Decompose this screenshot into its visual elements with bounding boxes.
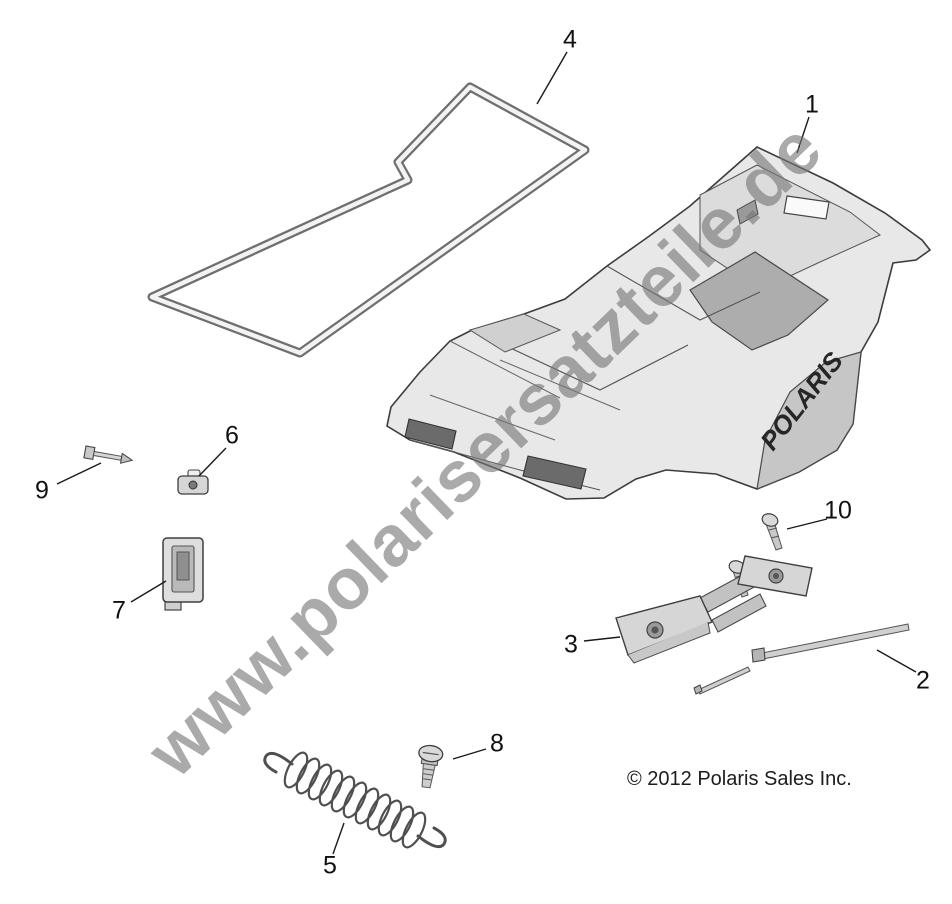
small-pin-secondary	[693, 666, 751, 695]
part-5-spring	[263, 751, 447, 849]
copyright-text: © 2012 Polaris Sales Inc.	[627, 768, 852, 790]
callout-1: 1	[805, 90, 819, 119]
callout-8: 8	[490, 729, 504, 758]
leader-line-9	[56, 462, 102, 485]
part-7-latch-bracket	[162, 537, 204, 611]
part-4-rack-extender-loop	[147, 82, 590, 358]
leader-line-8	[452, 748, 487, 760]
part-10-screw	[761, 513, 783, 551]
callout-leader-lines	[56, 51, 917, 855]
part-3-mount-bracket	[615, 555, 813, 664]
part-9-pin	[83, 445, 134, 464]
callout-6: 6	[225, 421, 239, 450]
leader-line-10	[786, 518, 828, 530]
leader-line-3	[583, 636, 621, 642]
leader-line-7	[130, 580, 167, 603]
callout-2: 2	[916, 666, 930, 695]
leader-line-5	[332, 822, 345, 855]
callout-5: 5	[323, 851, 337, 880]
callout-10: 10	[824, 496, 852, 525]
callout-9: 9	[35, 476, 49, 505]
leader-line-6	[198, 447, 227, 477]
leader-line-2	[876, 649, 917, 673]
leader-line-1	[796, 116, 810, 154]
callout-7: 7	[112, 596, 126, 625]
callout-3: 3	[564, 630, 578, 659]
leader-line-4	[536, 51, 568, 105]
callout-4: 4	[563, 25, 577, 54]
part-2-long-bolt	[751, 623, 910, 663]
part-8-screw	[418, 744, 444, 789]
part-1-rack-body: POLARIS	[386, 146, 932, 500]
part-6-clip	[177, 469, 209, 495]
